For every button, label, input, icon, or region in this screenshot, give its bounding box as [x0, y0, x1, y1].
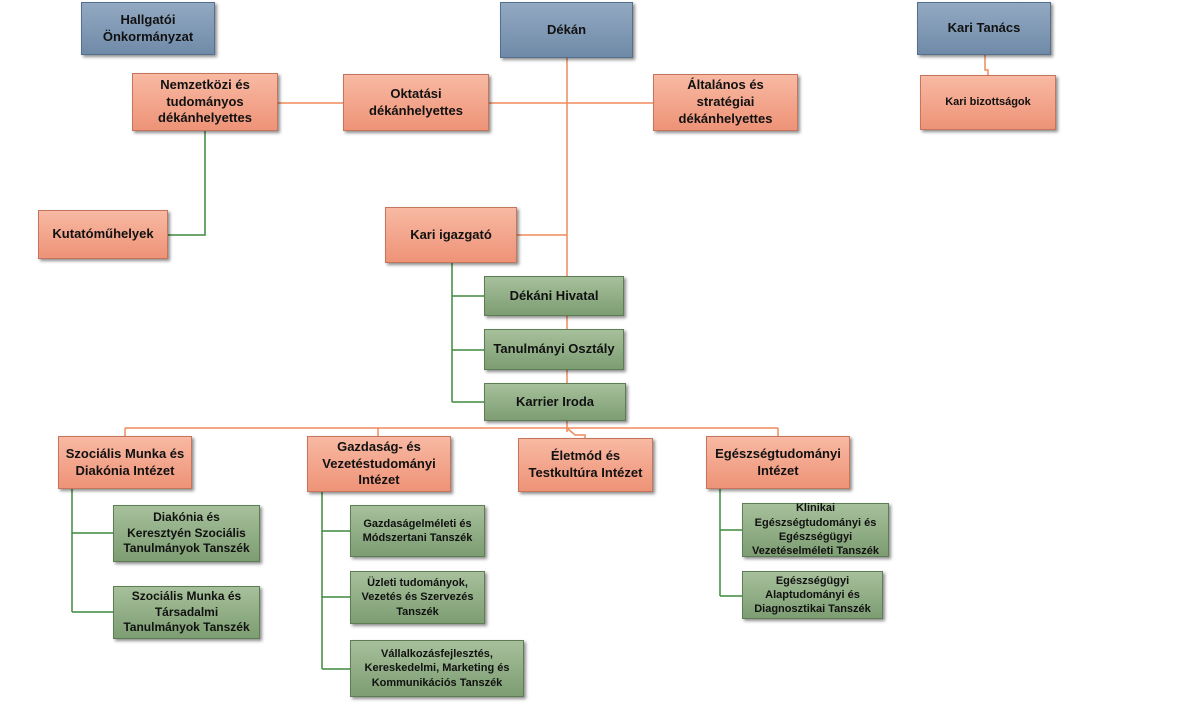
dept-clinical-health: Klinikai Egészségtudományi és Egészségüg…	[742, 502, 889, 557]
dept-diakonia: Diakónia és Keresztyén Szociális Tanulmá…	[113, 505, 260, 562]
dept-enterprise: Vállalkozásfejlesztés, Kereskedelmi, Mar…	[350, 640, 524, 697]
education-deputy-box: Oktatási dékánhelyettes	[343, 74, 489, 131]
dept-social-work: Szociális Munka és Társadalmi Tanulmányo…	[113, 586, 260, 639]
student-union-box: Hallgatói Önkormányzat	[81, 2, 215, 55]
general-deputy-box: Általános és stratégiai dékánhelyettes	[653, 74, 798, 131]
dept-economic-theory: Gazdaságelméleti és Módszertani Tanszék	[350, 505, 485, 557]
institute-health: Egészségtudományi Intézet	[706, 436, 850, 489]
dept-health-basic: Egészségügyi Alaptudományi és Diagnoszti…	[742, 571, 883, 619]
dept-business: Üzleti tudományok, Vezetés és Szervezés …	[350, 571, 485, 624]
faculty-council-box: Kari Tanács	[917, 2, 1051, 55]
research-workshops-box: Kutatóműhelyek	[38, 210, 168, 259]
dean-box: Dékán	[500, 2, 633, 58]
career-office-box: Karrier Iroda	[484, 383, 626, 421]
international-deputy-box: Nemzetközi és tudományos dékánhelyettes	[132, 73, 278, 131]
institute-social-work: Szociális Munka és Diakónia Intézet	[58, 436, 192, 489]
institute-lifestyle: Életmód és Testkultúra Intézet	[518, 438, 653, 492]
committees-box: Kari bizottságok	[920, 75, 1056, 130]
study-department-box: Tanulmányi Osztály	[484, 329, 624, 370]
deans-office-box: Dékáni Hivatal	[484, 276, 624, 316]
faculty-director-box: Kari igazgató	[385, 207, 517, 263]
institute-economics: Gazdaság- és Vezetéstudományi Intézet	[307, 436, 451, 492]
